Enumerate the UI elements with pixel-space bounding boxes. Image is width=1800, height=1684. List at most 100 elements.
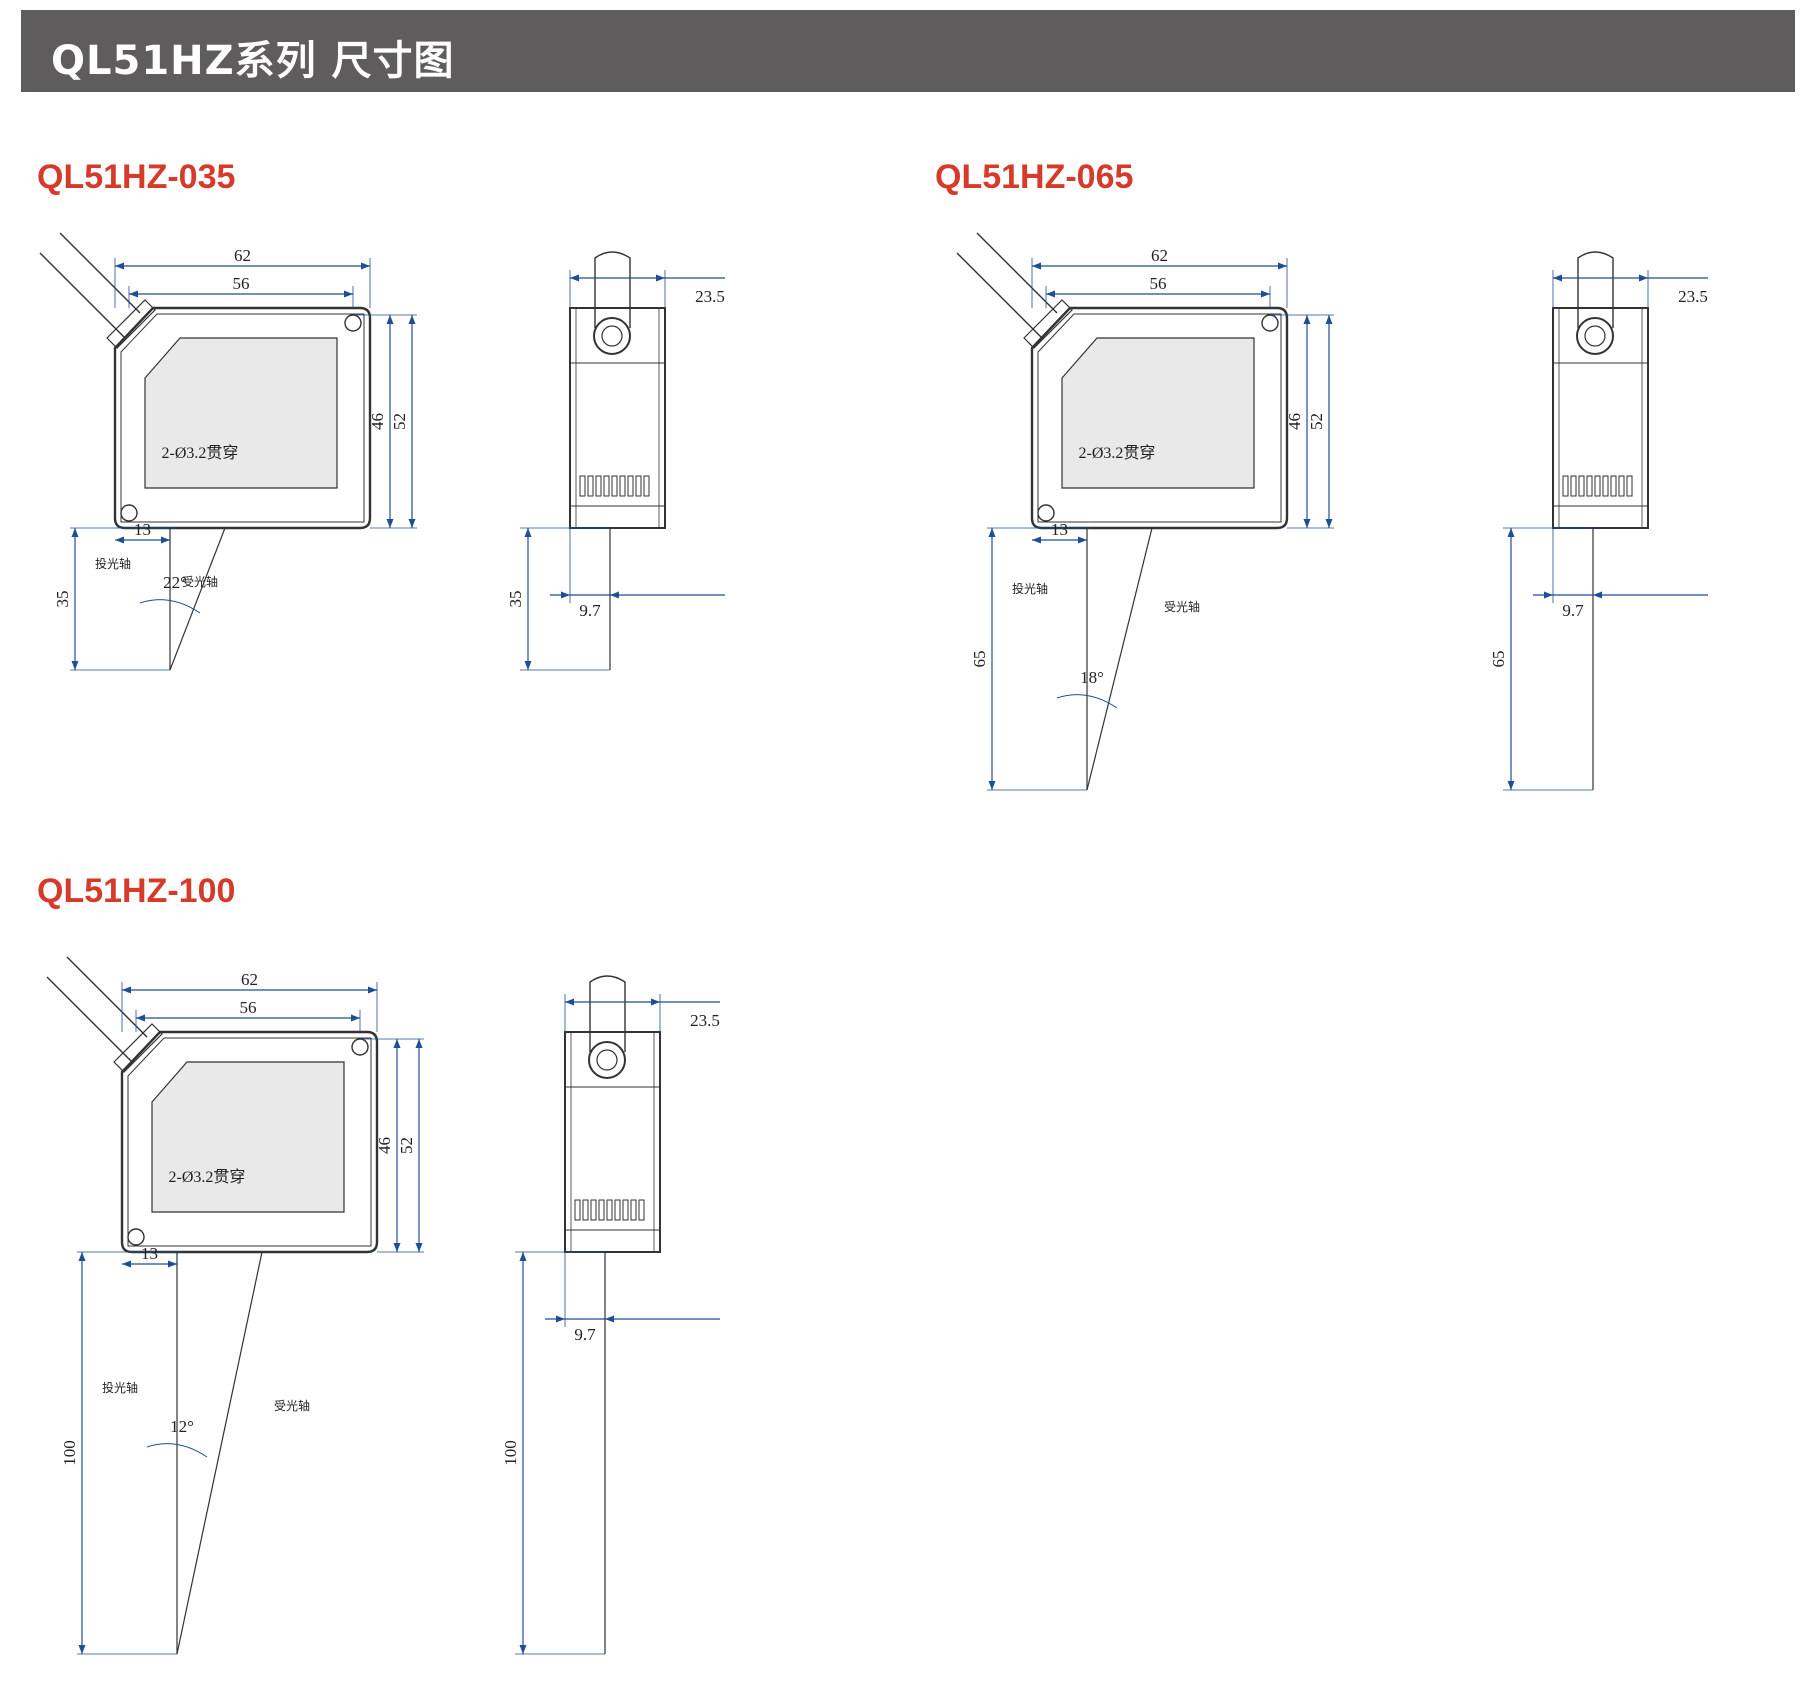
connector-pin (619, 475, 626, 497)
emit-axis-label: 投光轴 (95, 556, 131, 571)
lens-block (1023, 299, 1073, 349)
connector-pin (1578, 475, 1585, 497)
connector-pin (1586, 475, 1593, 497)
arrow-head (122, 986, 131, 994)
mounting-hole (351, 1038, 369, 1056)
arrow-head (1303, 519, 1311, 528)
arrow-head (129, 290, 138, 298)
arrow-head (988, 781, 996, 790)
offset-label: 13 (1051, 520, 1068, 539)
connector-pin (606, 1199, 613, 1221)
cable-line (46, 976, 133, 1063)
arrow-head (524, 528, 532, 537)
arrow-head (408, 519, 416, 528)
distance-label: 100 (501, 1440, 520, 1466)
width-inner-label: 56 (240, 998, 257, 1017)
window-panel (1061, 337, 1255, 489)
cable (1577, 251, 1614, 328)
arrow-head (519, 1252, 527, 1261)
angle-label: 18° (1080, 668, 1104, 687)
cable (589, 975, 626, 1052)
arrow-head (1553, 274, 1562, 282)
receive-axis-line (1086, 527, 1153, 791)
arrow-head (524, 661, 532, 670)
receive-axis-label: 受光轴 (182, 574, 218, 589)
connector-pin (1594, 475, 1601, 497)
connector-pin (1602, 475, 1609, 497)
height-outer-label: 52 (397, 1137, 416, 1154)
arrow-head (122, 1260, 131, 1268)
housing-outline (113, 306, 372, 530)
arrow-head (1078, 536, 1087, 544)
hole-label: 2-Ø3.2贯穿 (162, 444, 239, 462)
mounting-hole (1037, 504, 1055, 522)
mounting-hole (1261, 314, 1279, 332)
receive-axis-line (169, 527, 226, 671)
mounting-hole (344, 314, 362, 332)
header-bar: QL51HZ系列 尺寸图 (21, 10, 1795, 92)
arrow-head (361, 262, 370, 270)
cable-gland (593, 317, 631, 355)
mounting-hole (127, 1228, 145, 1246)
connector-pin (1562, 475, 1569, 497)
cable-gland (1576, 317, 1614, 355)
housing-outline (1030, 306, 1289, 530)
receive-axis-line (176, 1251, 263, 1655)
arrow-head (351, 1014, 360, 1022)
distance-label: 65 (970, 651, 989, 668)
arrow-head (115, 262, 124, 270)
side-view: 23.5 65 9.7 (1489, 251, 1708, 791)
connector-pin (643, 475, 650, 497)
connector-pin (587, 475, 594, 497)
arrow-head (1278, 262, 1287, 270)
arrow-head (651, 998, 660, 1006)
hole-label: 2-Ø3.2贯穿 (1079, 444, 1156, 462)
cable-gland (588, 1041, 626, 1079)
connector-pin (590, 1199, 597, 1221)
side-body (569, 307, 666, 529)
arrow-head (115, 536, 124, 544)
distance-label: 100 (60, 1440, 79, 1466)
angle-arc (146, 1443, 208, 1458)
emit-axis-label: 投光轴 (102, 1380, 138, 1395)
lens-block (106, 299, 156, 349)
height-outer-label: 52 (1307, 413, 1326, 430)
connector-pin (630, 1199, 637, 1221)
model-title-100: QL51HZ-100 (37, 872, 236, 910)
cable-gland-inner (601, 325, 623, 347)
height-inner-label: 46 (368, 413, 387, 430)
connector-pin (598, 1199, 605, 1221)
connector-pin (635, 475, 642, 497)
arrow-head (556, 1315, 565, 1323)
arrow-head (344, 290, 353, 298)
distance-label: 65 (1489, 651, 1508, 668)
depth-label: 23.5 (695, 287, 725, 306)
arrow-head (1325, 519, 1333, 528)
page-title: QL51HZ系列 尺寸图 (51, 38, 455, 84)
arrow-head (1046, 290, 1055, 298)
offset-label: 9.7 (1562, 601, 1584, 620)
cable-line (976, 232, 1058, 314)
housing-inner (120, 313, 365, 523)
arrow-head (605, 1315, 614, 1323)
connector-pin (638, 1199, 645, 1221)
cable-line (39, 252, 126, 339)
offset-label: 13 (141, 1244, 158, 1263)
width-inner-label: 56 (1150, 274, 1167, 293)
cable-gland-inner (596, 1049, 618, 1071)
angle-arc (139, 599, 201, 614)
arrow-head (71, 661, 79, 670)
connector-pin (582, 1199, 589, 1221)
connector-pin (1610, 475, 1617, 497)
connector-pin (622, 1199, 629, 1221)
offset-label: 9.7 (574, 1325, 596, 1344)
angle-label: 12° (170, 1417, 194, 1436)
width-inner-label: 56 (233, 274, 250, 293)
depth-label: 23.5 (1678, 287, 1708, 306)
arrow-head (1593, 591, 1602, 599)
width-outer-label: 62 (241, 970, 258, 989)
angle-label: 22° (163, 573, 187, 592)
